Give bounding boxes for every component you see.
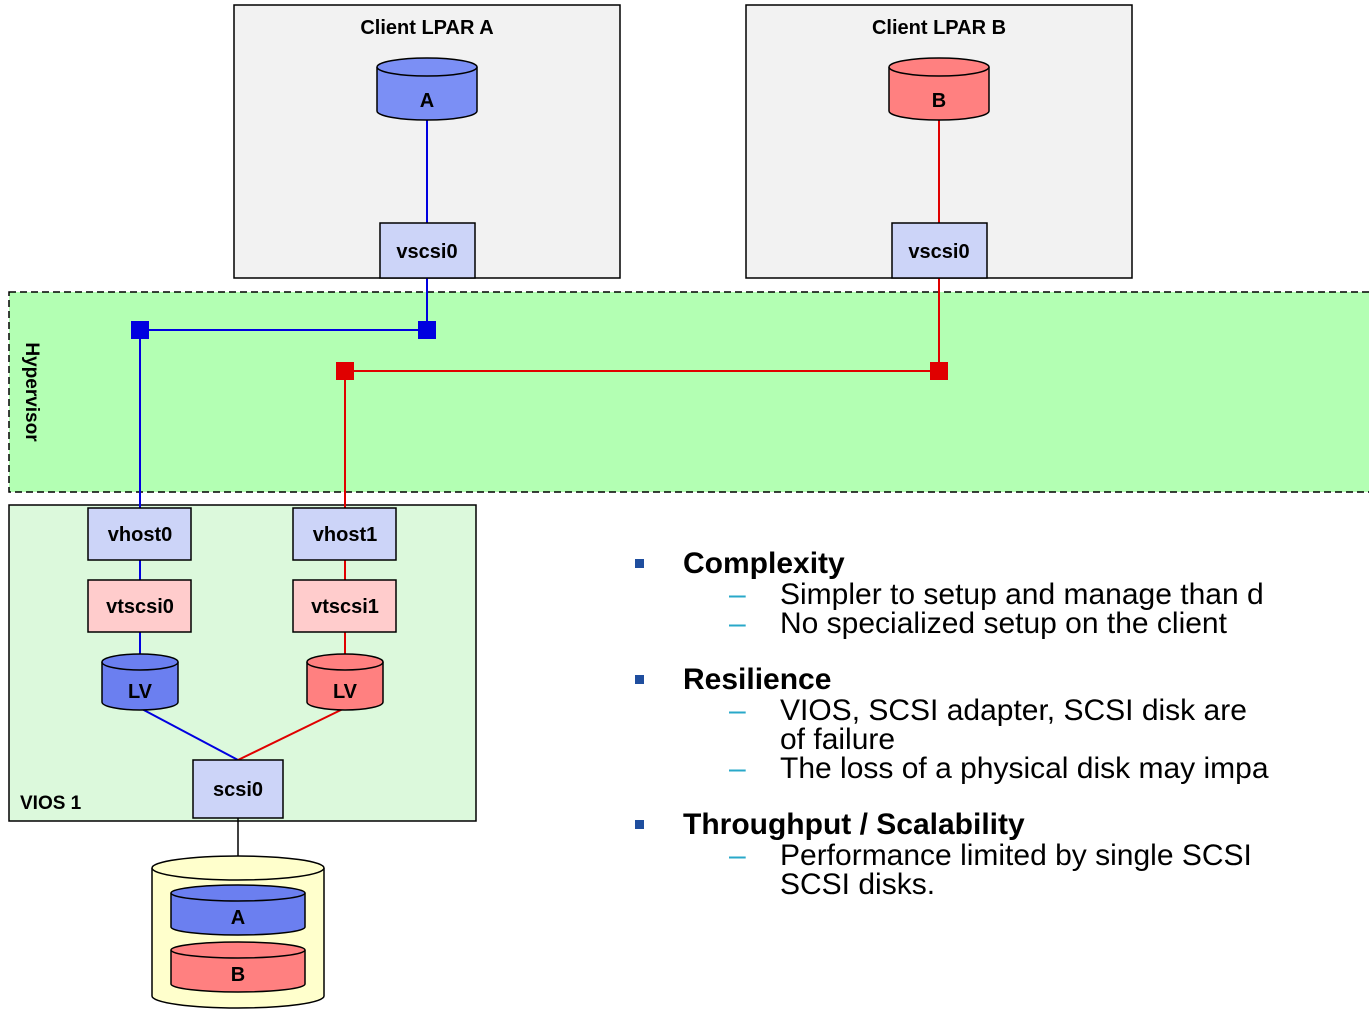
vhost1-box	[292, 507, 397, 561]
lv-a-disk: LV	[101, 653, 179, 711]
vhost0-label: vhost0	[108, 524, 172, 546]
dash-bullet-icon: –	[729, 839, 746, 872]
vtscsi1-box	[292, 579, 397, 633]
vtscsi1-label: vtscsi1	[311, 596, 379, 618]
vios-label: VIOS 1	[20, 793, 82, 814]
client-lpar-b-title: Client LPAR B	[872, 17, 1006, 39]
client-a-disk: A	[376, 57, 478, 121]
bullet-heading: Throughput / Scalability	[683, 808, 1025, 841]
client-a-disk-label: A	[420, 90, 434, 112]
junction-blue-right	[418, 321, 436, 339]
hypervisor-band	[8, 291, 1369, 493]
dash-bullet-icon: –	[729, 578, 746, 611]
sub-bullet: –VIOS, SCSI adapter, SCSI disk are of fa…	[729, 694, 1247, 756]
client-a-vscsi	[379, 222, 476, 279]
junction-red-left	[336, 362, 354, 380]
physical-lv-b-label: B	[231, 964, 245, 986]
dash-bullet-icon: –	[729, 607, 746, 640]
bullet-list: Complexity –Simpler to setup and manage …	[635, 548, 1369, 925]
scsi0-label: scsi0	[213, 779, 263, 801]
sub-bullet: –Simpler to setup and manage than d	[729, 578, 1264, 611]
client-a-vscsi-label: vscsi0	[396, 241, 457, 263]
bullet-heading: Resilience	[683, 663, 832, 696]
lv-b-label: LV	[333, 681, 358, 703]
square-bullet-icon	[635, 675, 644, 684]
client-b-disk: B	[888, 57, 990, 121]
client-b-vscsi-label: vscsi0	[908, 241, 969, 263]
junction-red-right	[930, 362, 948, 380]
client-b-disk-label: B	[932, 90, 946, 112]
vhost1-label: vhost1	[313, 524, 377, 546]
sub-bullet: –The loss of a physical disk may impa	[729, 752, 1269, 785]
physical-lv-a-label: A	[231, 907, 245, 929]
lv-a-label: LV	[128, 681, 153, 703]
bullet-heading: Complexity	[683, 547, 845, 580]
physical-disk: A B	[151, 855, 325, 1009]
hypervisor-label: Hypervisor	[21, 342, 42, 442]
scsi0-box	[192, 759, 284, 819]
lv-b-disk: LV	[306, 653, 384, 711]
junction-blue-left	[131, 321, 149, 339]
vhost0-box	[87, 507, 192, 561]
square-bullet-icon	[635, 820, 644, 829]
vtscsi0-label: vtscsi0	[106, 596, 174, 618]
client-lpar-a-title: Client LPAR A	[360, 17, 493, 39]
sub-bullet: –No specialized setup on the client	[729, 607, 1227, 640]
dash-bullet-icon: –	[729, 694, 746, 727]
sub-bullet: –Performance limited by single SCSI SCSI…	[729, 839, 1252, 901]
vtscsi0-box	[87, 579, 192, 633]
client-b-vscsi	[891, 222, 988, 279]
bullet-resilience: Resilience –VIOS, SCSI adapter, SCSI dis…	[635, 663, 1369, 785]
dash-bullet-icon: –	[729, 752, 746, 785]
bullet-throughput: Throughput / Scalability –Performance li…	[635, 808, 1369, 901]
square-bullet-icon	[635, 559, 644, 568]
bullet-complexity: Complexity –Simpler to setup and manage …	[635, 547, 1369, 640]
